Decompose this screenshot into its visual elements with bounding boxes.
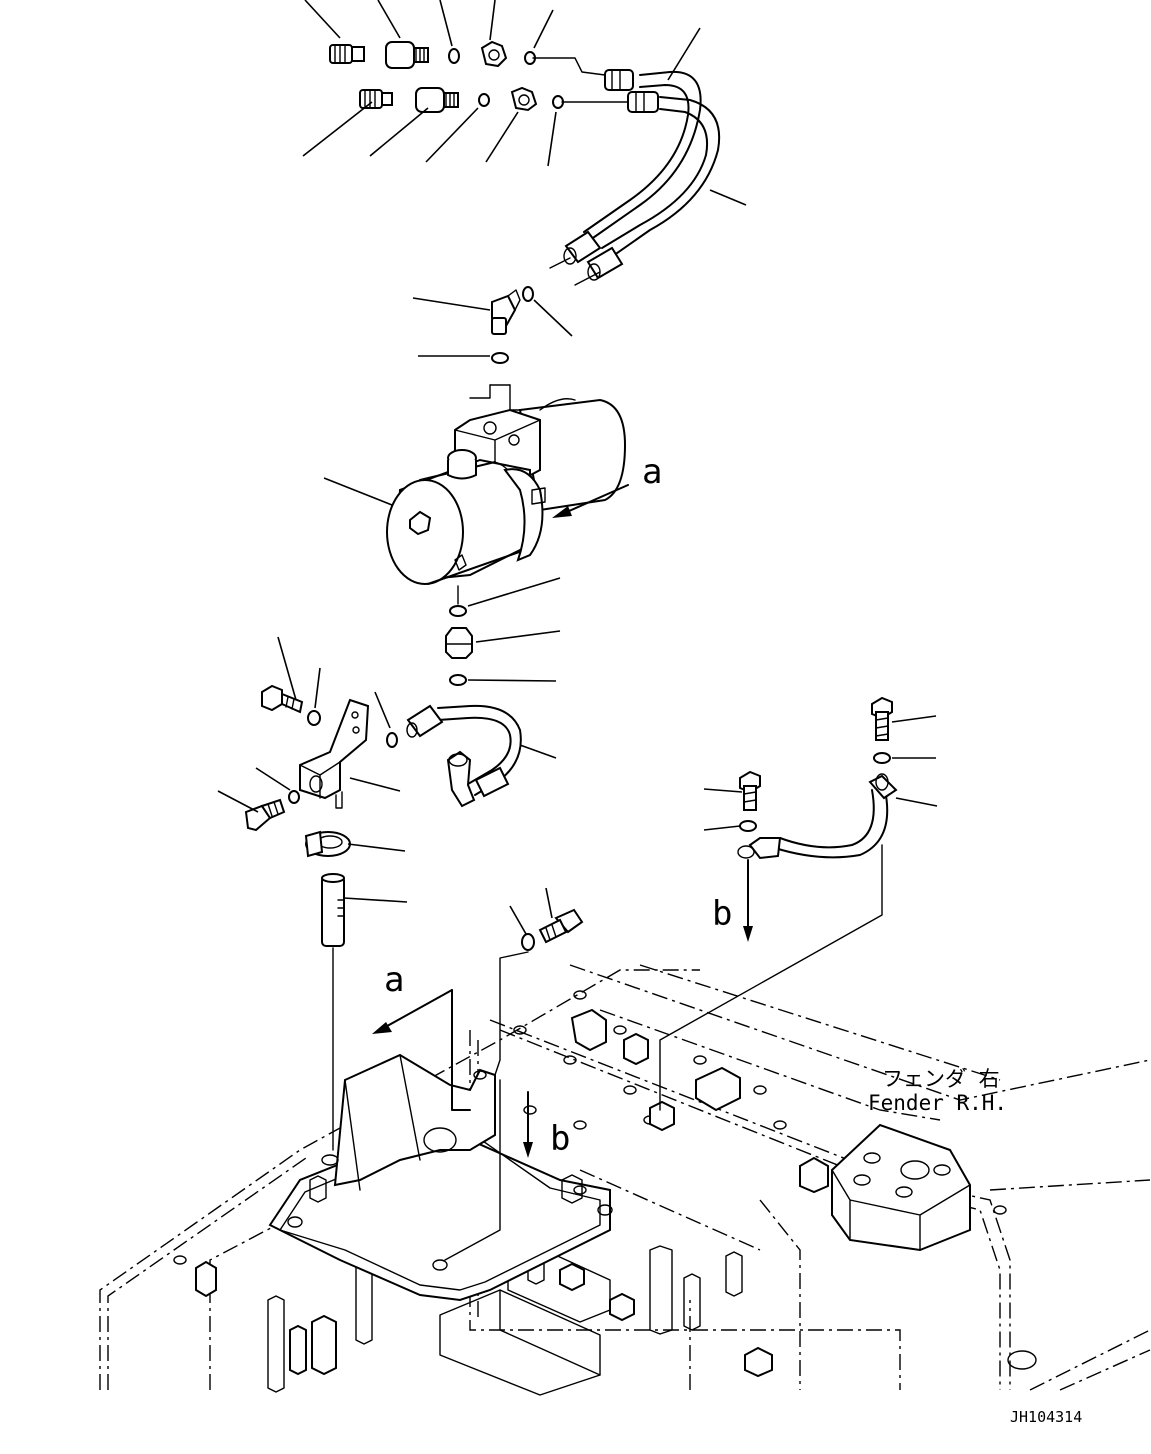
drawing-id: JH104314 xyxy=(1010,1408,1082,1426)
o-ring-10 xyxy=(288,790,300,804)
view-label-a-top: a xyxy=(642,452,662,492)
o-ring-7 xyxy=(449,605,467,617)
pipe-spacer xyxy=(321,873,345,947)
washer-1 xyxy=(307,710,321,726)
adapter-2 xyxy=(415,87,459,113)
o-ring-6 xyxy=(491,352,509,364)
bolt-right-top xyxy=(871,696,893,741)
view-label-b-left: b xyxy=(712,894,732,934)
washer-2 xyxy=(521,933,535,951)
adapter-1 xyxy=(385,41,429,69)
fender-block xyxy=(831,1123,1037,1370)
o-ring-9 xyxy=(386,732,398,748)
nut-1 xyxy=(480,40,508,68)
washer-4 xyxy=(739,820,757,832)
view-arrows xyxy=(372,484,753,1158)
fender-label-japanese: フェンダ 右 xyxy=(882,1067,1000,1091)
plug-2 xyxy=(359,89,393,109)
o-ring-3 xyxy=(478,93,490,107)
left-bracket-group xyxy=(244,684,398,1151)
washer-3 xyxy=(873,752,891,764)
view-label-b-right: b xyxy=(550,1119,570,1159)
pump-bracket xyxy=(268,1053,613,1302)
plug-1 xyxy=(329,44,365,64)
top-fittings-row2 xyxy=(359,86,564,113)
ground-cable-group xyxy=(659,696,898,1111)
leader-lines xyxy=(217,0,938,935)
bolt-right-mid xyxy=(739,770,761,811)
fender-label-english: Fender R.H. xyxy=(868,1091,1007,1115)
hydraulic-pump xyxy=(386,398,627,585)
clamp xyxy=(304,830,351,858)
top-fittings-row1 xyxy=(329,40,536,69)
nut-2 xyxy=(510,86,538,112)
o-ring-8 xyxy=(449,674,467,686)
bolt-washer-center xyxy=(444,908,584,1261)
pump-outlet-fittings xyxy=(445,585,473,686)
o-ring-1 xyxy=(448,48,460,64)
hose-assembly-top xyxy=(532,57,721,286)
view-label-a-bottom: a xyxy=(384,960,404,1000)
o-ring-5 xyxy=(522,286,534,302)
ground-cable xyxy=(737,773,898,860)
elbow-fitting xyxy=(469,286,534,411)
hose-lower xyxy=(406,704,522,808)
plug-3 xyxy=(244,798,286,832)
